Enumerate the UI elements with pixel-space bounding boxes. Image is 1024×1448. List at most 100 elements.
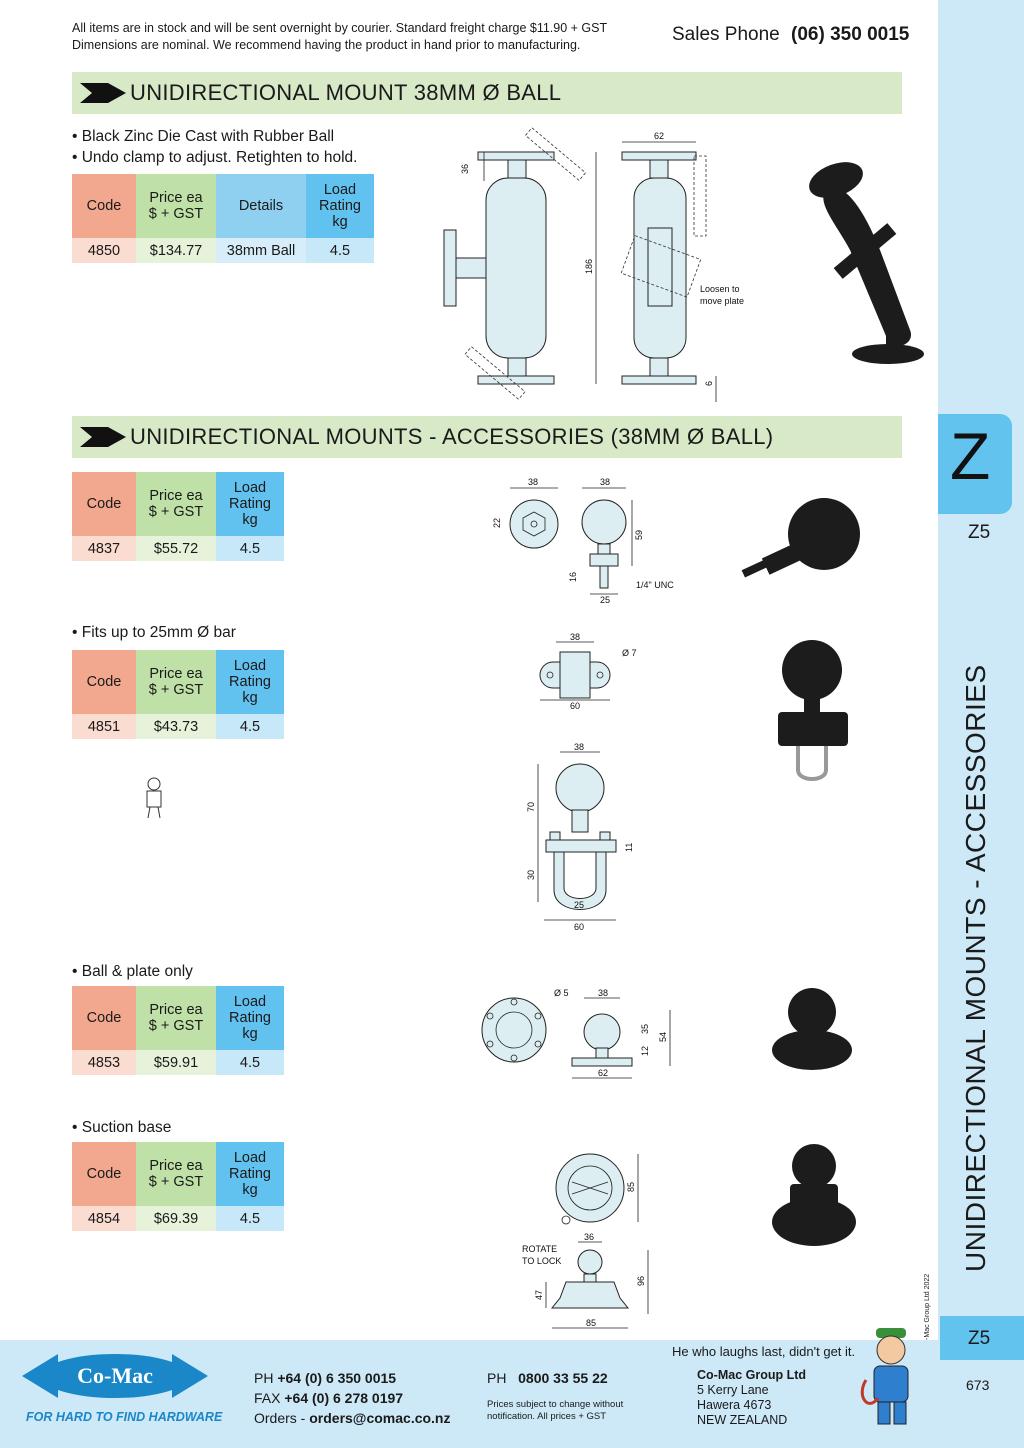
- dim-label: 12: [640, 1046, 650, 1056]
- ph2-label: PH: [487, 1370, 507, 1386]
- contact-block: PH +64 (0) 6 350 0015 FAX +64 (0) 6 278 …: [254, 1368, 451, 1428]
- section-code-tab: [940, 1316, 1024, 1360]
- drawing-4837: 38 22 38 59 16 25 1/4" UNC: [492, 477, 674, 605]
- sales-number[interactable]: (06) 350 0015: [791, 24, 910, 45]
- mascot-icon: [860, 1328, 909, 1425]
- dim-label: 25: [600, 595, 610, 605]
- table-row: 4853 $59.91 4.5: [72, 1050, 284, 1075]
- dim-label: 22: [492, 518, 502, 528]
- tagline: FOR HARD TO FIND HARDWARE: [26, 1410, 223, 1424]
- section-letter: Z: [950, 419, 991, 493]
- notice-line-1: All items are in stock and will be sent …: [72, 21, 608, 35]
- dim-6: 6: [704, 381, 714, 386]
- dim-label: 60: [574, 922, 584, 932]
- table-row: 4837 $55.72 4.5: [72, 536, 284, 561]
- joke: He who laughs last, didn't get it.: [672, 1344, 856, 1359]
- vertical-title: UNIDIRECTIONAL MOUNTS - ACCESSORIES: [960, 664, 991, 1272]
- cell-code: 4853: [72, 1050, 136, 1075]
- mount-features: • Black Zinc Die Cast with Rubber Ball •…: [72, 126, 357, 168]
- feature-4853: • Ball & plate only: [72, 963, 193, 980]
- cell-code: 4851: [72, 714, 136, 739]
- feature-2: • Undo clamp to adjust. Retighten to hol…: [72, 149, 358, 166]
- drawing-4850: 36 62 186 6 Loosen to move plate: [443, 127, 744, 402]
- cell-price: $134.77: [136, 238, 216, 263]
- dim-label: 60: [570, 701, 580, 711]
- ph-number[interactable]: +64 (0) 6 350 0015: [277, 1370, 397, 1386]
- cell-code: 4854: [72, 1206, 136, 1231]
- header-code: Code: [72, 174, 136, 238]
- orders-email[interactable]: orders@comac.co.nz: [309, 1410, 451, 1426]
- section-code-bottom: Z5: [968, 1328, 991, 1349]
- cell-load: 4.5: [216, 1050, 284, 1075]
- freephone: PH 0800 33 55 22: [487, 1368, 608, 1388]
- feature-1: • Black Zinc Die Cast with Rubber Ball: [72, 128, 335, 145]
- feature-4854: • Suction base: [72, 1119, 172, 1136]
- dim-label: 38: [528, 477, 538, 487]
- fax-label: FAX: [254, 1390, 281, 1406]
- drawing-4851-top: 38 Ø 7 60: [539, 632, 637, 711]
- feature-4851: • Fits up to 25mm Ø bar: [72, 624, 236, 641]
- sales-label: Sales Phone: [672, 24, 780, 45]
- header-code: Code: [72, 1142, 136, 1206]
- header-price: Price ea$ + GST: [136, 650, 216, 714]
- product-photo-4854: [772, 1144, 856, 1246]
- address-line-2: Hawera 4673: [697, 1398, 772, 1412]
- header-code: Code: [72, 650, 136, 714]
- drawing-4851-side: 38 70 11 30 25 60: [526, 742, 634, 932]
- note-loosen-2: move plate: [700, 296, 744, 306]
- dim-label: 16: [568, 572, 578, 582]
- address-line-1: 5 Kerry Lane: [697, 1383, 769, 1397]
- address-block: Co-Mac Group Ltd 5 Kerry Lane Hawera 467…: [697, 1368, 806, 1428]
- header-price: Price ea$ + GST: [136, 472, 216, 536]
- table-row: 4851 $43.73 4.5: [72, 714, 284, 739]
- cell-price: $69.39: [136, 1206, 216, 1231]
- product-photo-4837: [741, 498, 860, 578]
- dim-label: 85: [586, 1318, 596, 1328]
- notice-line-2: Dimensions are nominal. We recommend hav…: [72, 38, 581, 52]
- cell-price: $59.91: [136, 1050, 216, 1075]
- dim-label: 47: [534, 1290, 544, 1300]
- fax-number: +64 (0) 6 278 0197: [284, 1390, 404, 1406]
- dim-label: 1/4" UNC: [636, 580, 674, 590]
- section-title: UNIDIRECTIONAL MOUNT 38MM Ø BALL: [130, 80, 562, 105]
- dim-label: 30: [526, 870, 536, 880]
- product-photo-4853: [772, 988, 852, 1070]
- product-photo-4851: [778, 640, 848, 781]
- dim-label: 11: [624, 843, 634, 852]
- dim-label: 38: [600, 477, 610, 487]
- sidebar: [938, 0, 1024, 1448]
- cell-load: 4.5: [216, 536, 284, 561]
- note-loosen-1: Loosen to: [700, 284, 740, 294]
- drawing-4853: Ø 5 38 35 54 12 62: [481, 988, 671, 1079]
- product-photo-4850: [809, 162, 924, 364]
- dim-label: Ø 7: [622, 648, 637, 658]
- dim-label: 35: [640, 1024, 650, 1034]
- drawing-4854: 85 36 96 47 85 ROTATE TO LOCK: [522, 1153, 649, 1329]
- note-rotate-2: TO LOCK: [522, 1256, 561, 1266]
- dim-label: 96: [636, 1276, 646, 1286]
- section-tab[interactable]: [938, 414, 1012, 514]
- dim-36: 36: [460, 164, 470, 174]
- dim-label: 38: [598, 988, 608, 998]
- dim-label: 36: [584, 1232, 594, 1242]
- header-code: Code: [72, 986, 136, 1050]
- note-rotate-1: ROTATE: [522, 1244, 557, 1254]
- orders-label: Orders -: [254, 1410, 306, 1426]
- dim-label: Ø 5: [554, 988, 569, 998]
- cell-price: $55.72: [136, 536, 216, 561]
- ph-label: PH: [254, 1370, 274, 1386]
- ph2-number[interactable]: 0800 33 55 22: [518, 1370, 608, 1386]
- section-banner-mount: UNIDIRECTIONAL MOUNT 38MM Ø BALL: [72, 72, 902, 114]
- dim-label: 70: [526, 802, 536, 812]
- header-code: Code: [72, 472, 136, 536]
- cell-code: 4837: [72, 536, 136, 561]
- header-price: Price ea$ + GST: [136, 174, 216, 238]
